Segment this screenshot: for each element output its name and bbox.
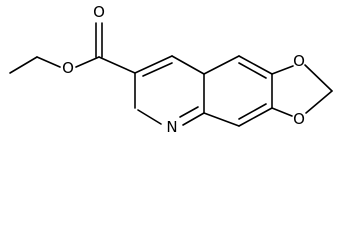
- atom-carbonyl-oxygen: O: [93, 3, 105, 21]
- bond-methylene-ester-oxygen: [36, 56, 61, 68]
- bond-c5-c6: [238, 55, 273, 75]
- bond-oxygen-top-ch2: [304, 64, 333, 92]
- bond-n1-c2: [137, 109, 162, 125]
- bond-c8a-n1-inner: [179, 106, 199, 118]
- atom-dioxole-oxygen-bottom: O: [293, 110, 305, 128]
- bond-c7-c8-inner: [238, 103, 267, 120]
- bond-c3-c4: [134, 55, 173, 74]
- atom-dioxole-oxygen-top: O: [293, 52, 305, 70]
- bond-c4a-c5: [203, 55, 240, 75]
- bond-c6-oxygen-top: [271, 65, 294, 75]
- bond-c3-c4-inner: [142, 62, 173, 77]
- atom-labels: O O N O O: [62, 3, 305, 136]
- bond-c8-c8a: [203, 112, 240, 127]
- atom-ring-nitrogen: N: [166, 118, 177, 136]
- bond-c4-c4a: [171, 55, 205, 75]
- bond-ester-oxygen-carbonyl-carbon: [75, 56, 100, 68]
- chemical-structure-diagram: O O N O O: [9, 3, 333, 136]
- bond-c8a-n1: [182, 112, 205, 126]
- bond-c5-c6-inner: [238, 62, 267, 79]
- bond-oxygen-bottom-c7: [271, 107, 293, 117]
- bond-ch2-oxygen-bottom: [305, 90, 333, 114]
- bonds: [9, 22, 333, 127]
- bond-carbonyl-ring: [98, 56, 136, 74]
- bond-methyl-methylene: [9, 56, 38, 74]
- bond-c7-c8: [238, 107, 273, 127]
- atom-ester-oxygen: O: [62, 59, 74, 77]
